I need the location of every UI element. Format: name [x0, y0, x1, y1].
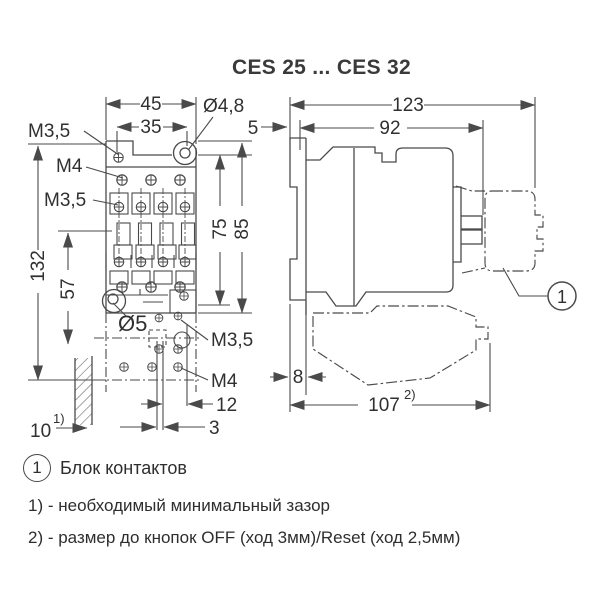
legend-callout-balloon: 1	[23, 454, 51, 482]
front-body-outline	[101, 140, 198, 314]
m35-mid-label: M3,5	[44, 190, 86, 211]
pole-centerlines	[118, 188, 186, 268]
m35-top-label: M3,5	[28, 121, 70, 142]
legend-note-1: 1) - необходимый минимальный зазор	[28, 496, 331, 515]
m35-low-label: M3,5	[211, 330, 253, 351]
front-terminals	[105, 152, 197, 314]
dim-92-label: 92	[379, 118, 400, 139]
front-view: 45 35 Ø4,8 5 M3,5 M4 M3,5 75 85 132 57 Ø…	[28, 94, 288, 442]
dim-8-label: 8	[293, 367, 304, 388]
front-dimension-labels: 45 35 Ø4,8 5 M3,5 M4 M3,5 75 85 132 57 Ø…	[28, 94, 258, 442]
callout-1: 1	[502, 267, 577, 311]
side-dimension-labels: 123 92 8 107 2)	[293, 95, 424, 416]
leader-m35-low	[180, 319, 209, 341]
wall-hatch	[74, 356, 93, 425]
dim-107-label: 107	[368, 395, 400, 416]
dim-35-label: 35	[140, 117, 161, 138]
front-mounting-area	[94, 311, 202, 430]
side-body-outline	[289, 137, 483, 315]
legend-callout-number: 1	[32, 458, 42, 477]
dim-5-label: 5	[248, 118, 259, 139]
mounting-hole	[173, 331, 191, 349]
drawing-title: CES 25 ... CES 32	[231, 56, 412, 79]
bottom-hole-5	[107, 293, 119, 305]
callout-1-number: 1	[557, 287, 567, 307]
dia-5-label: Ø5	[118, 311, 147, 336]
front-dimensions	[28, 97, 288, 433]
dim-45-label: 45	[140, 94, 161, 115]
dim-3-label: 3	[209, 418, 220, 439]
top-hole-4-8	[179, 147, 191, 159]
leader-m35-mid	[92, 199, 119, 206]
terminal-block-upper	[460, 215, 483, 230]
leader-m35-top	[83, 130, 120, 156]
legend-callout-text: Блок контактов	[60, 458, 187, 478]
leader-dia-bottom	[112, 302, 127, 317]
dim-12-label: 12	[216, 395, 237, 416]
m4-top-label: M4	[56, 156, 83, 177]
top-hole-boss	[172, 140, 198, 166]
callout-leader	[502, 267, 548, 297]
contact-block-phantom	[455, 185, 544, 274]
leader-dia-top	[188, 116, 214, 150]
m4-low-label: M4	[211, 371, 238, 392]
dia-4-8-label: Ø4,8	[203, 96, 244, 117]
dim-107-superscript: 2)	[404, 387, 416, 402]
leader-m4-top	[85, 166, 124, 179]
side-dimensions	[270, 97, 536, 412]
dim-85-label: 85	[232, 218, 253, 239]
leader-m4-low	[180, 367, 209, 381]
dim-132-label: 132	[28, 250, 49, 282]
din-flange	[289, 137, 306, 301]
terminal-block-lower	[460, 229, 483, 245]
overload-relay-phantom	[312, 305, 489, 386]
bottom-hole-boss	[101, 288, 127, 314]
dim-123-label: 123	[392, 95, 424, 116]
dim-57-label: 57	[58, 278, 79, 299]
callout-1-balloon	[547, 281, 577, 311]
dim-10-label: 10	[30, 421, 51, 442]
dim-10-superscript: 1)	[53, 411, 65, 426]
side-view: 1 123 92 8 107 2)	[270, 95, 577, 416]
legend-note-2: 2) - размер до кнопок OFF (ход 3мм)/Rese…	[28, 528, 461, 547]
dim-75-label: 75	[210, 218, 231, 239]
